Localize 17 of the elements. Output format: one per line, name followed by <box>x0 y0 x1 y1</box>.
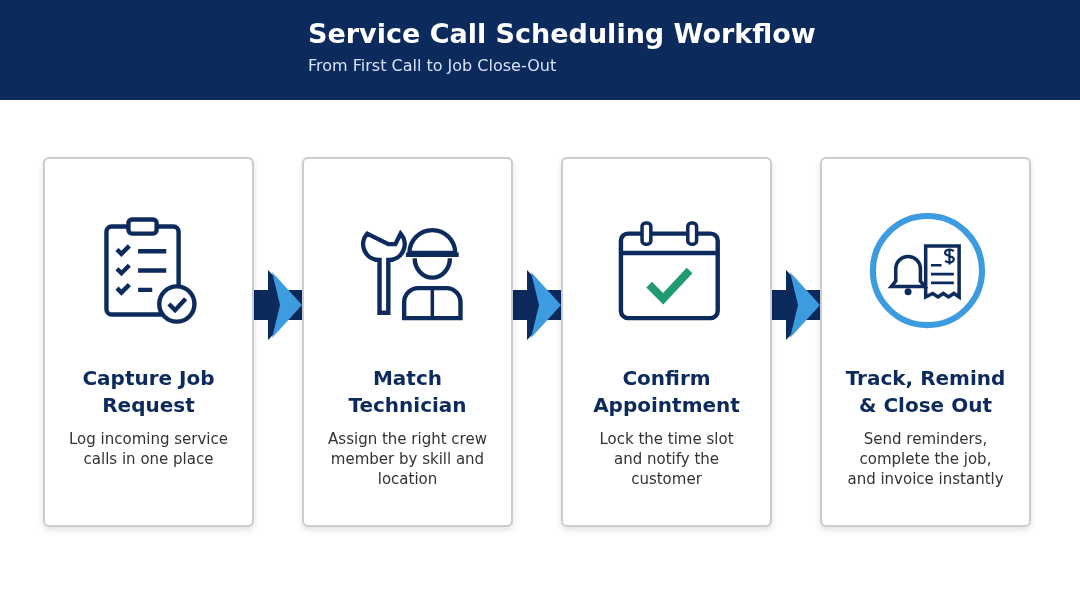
step-heading: Track, Remind & Close Out <box>844 365 1007 419</box>
step-card <box>302 157 513 527</box>
step-description: Send reminders, complete the job, and invoice instantly <box>846 429 1005 489</box>
step-heading: Capture Job Request <box>81 365 216 419</box>
subtitle: From First Call to Job Close-Out <box>308 56 557 75</box>
step-heading: Match Technician <box>347 365 468 419</box>
step-description: Lock the time slot and notify the customer <box>598 429 735 489</box>
step-heading: Confirm Appointment <box>592 365 741 419</box>
step-description: Assign the right crew member by skill and location <box>328 429 487 489</box>
title: Service Call Scheduling Workflow <box>308 18 816 49</box>
flow-arrow <box>254 270 302 340</box>
flow-arrow <box>772 270 820 340</box>
step-card <box>43 157 254 527</box>
step-card <box>561 157 772 527</box>
flow-arrow <box>513 270 561 340</box>
step-card <box>820 157 1031 527</box>
step-description: Log incoming service calls in one place <box>69 429 228 469</box>
